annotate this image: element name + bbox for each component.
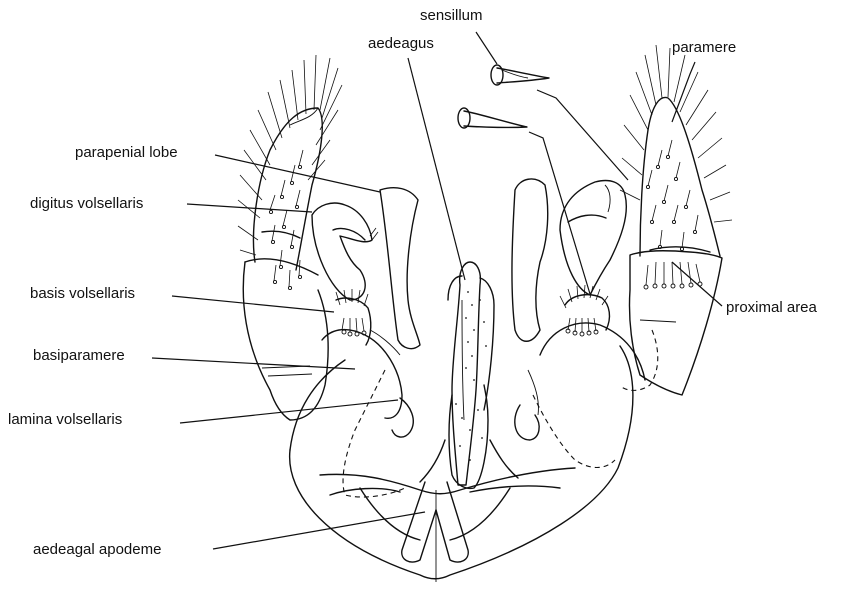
leader-sensillum-upper [537, 90, 628, 180]
label-sensillum: sensillum [420, 7, 483, 24]
leader-lines [152, 32, 722, 549]
left-volsella [312, 188, 420, 437]
label-paramere: paramere [672, 39, 736, 56]
leader-paramere [672, 62, 695, 122]
leader-basiparamere [152, 358, 355, 369]
right-paramere-setae [620, 45, 732, 251]
label-parapenial-lobe: parapenial lobe [75, 144, 178, 161]
label-lamina-volsellaris: lamina volsellaris [8, 411, 122, 428]
label-proximal-area: proximal area [726, 299, 818, 316]
right-basal-setae [644, 262, 702, 289]
gonocoxite-capsule [290, 330, 658, 582]
leader-digitus-volsellaris [187, 204, 312, 212]
label-basiparamere: basiparamere [33, 347, 125, 364]
leader-basis-volsellaris [172, 296, 334, 312]
left-basis-setae [336, 289, 368, 336]
leader-aedeagus [408, 58, 465, 280]
leader-parapenial-lobe [215, 155, 380, 192]
label-aedeagal-apodeme: aedeagal apodeme [33, 541, 161, 558]
leader-sensillum [476, 32, 497, 64]
right-paramere [620, 45, 732, 395]
sensillum-icon-lower [458, 108, 527, 128]
aedeagus [420, 262, 518, 488]
lamina-dash-right [533, 395, 615, 468]
right-basis-setae [560, 285, 608, 336]
right-volsella [512, 179, 645, 440]
label-basis-volsellaris: basis volsellaris [30, 285, 135, 302]
aedeagus-stipple [455, 291, 487, 461]
sensillum-icon-upper [491, 65, 549, 85]
label-digitus-volsellaris: digitus volsellaris [30, 195, 143, 212]
label-aedeagus: aedeagus [368, 35, 434, 52]
